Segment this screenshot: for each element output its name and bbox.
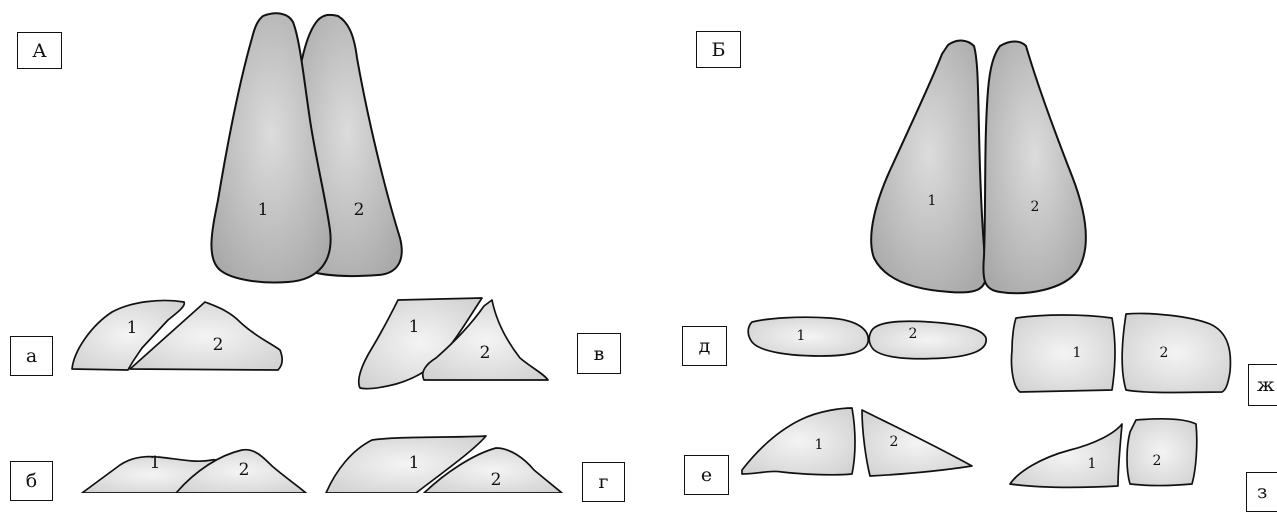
section-b: 1 2 (81, 448, 307, 493)
section-b-piece-1-label: 1 (150, 453, 161, 473)
section-e-label: е (684, 455, 729, 495)
section-e-piece-2-label: 2 (890, 434, 899, 450)
panel-a-tooth-1-label: 1 (258, 200, 269, 220)
panel-a-tooth-2-label: 2 (354, 200, 365, 220)
section-zh-piece-1-label: 1 (1073, 345, 1082, 361)
section-z-piece-1-label: 1 (1088, 456, 1097, 472)
section-e: 1 2 (741, 407, 973, 477)
section-d-piece-2 (868, 320, 987, 360)
section-b-piece-2 (175, 448, 307, 493)
panel-a-label: А (17, 32, 62, 69)
section-zh-piece-2 (1121, 312, 1232, 394)
section-g-label: г (582, 462, 625, 502)
section-z: 1 2 (1009, 417, 1198, 489)
section-b-piece-2-label: 2 (239, 460, 250, 480)
section-b-label: б (10, 461, 53, 501)
section-e-piece-1-label: 1 (815, 437, 824, 453)
panel-b-teeth: 1 2 (870, 39, 1087, 295)
section-g-piece-2 (423, 447, 563, 493)
section-d: 1 2 (747, 316, 987, 360)
section-a-label: а (10, 336, 53, 376)
section-a-piece-2 (129, 301, 284, 371)
section-z-piece-2-label: 2 (1153, 453, 1162, 469)
section-zh-piece-2-label: 2 (1160, 345, 1169, 361)
section-d-label: д (682, 326, 727, 366)
section-a-piece-2-label: 2 (213, 335, 224, 355)
section-v-piece-1-label: 1 (409, 317, 420, 337)
section-zh-label: ж (1248, 364, 1277, 406)
section-g-piece-2-label: 2 (491, 470, 502, 490)
panel-b-tooth-1 (870, 39, 988, 294)
panel-a-tooth-1 (210, 12, 332, 284)
section-e-piece-2 (861, 409, 973, 477)
section-z-label: з (1246, 472, 1277, 512)
section-d-piece-2-label: 2 (909, 326, 918, 342)
panel-b-tooth-1-label: 1 (928, 193, 937, 209)
section-a: 1 2 (71, 299, 284, 371)
section-z-piece-1 (1009, 423, 1123, 489)
panel-b-tooth-2-label: 2 (1031, 199, 1040, 215)
section-z-piece-2 (1126, 417, 1198, 487)
panel-b-label: Б (696, 31, 741, 68)
section-a-piece-1 (71, 299, 186, 371)
section-g-piece-1 (325, 435, 487, 493)
section-d-piece-1-label: 1 (797, 328, 806, 344)
section-e-piece-1 (741, 407, 856, 476)
section-d-piece-1 (747, 316, 869, 357)
panel-b-tooth-2 (982, 40, 1087, 295)
section-v: 1 2 (357, 297, 549, 390)
section-g: 1 2 (325, 435, 563, 493)
diagram-canvas: 1 2 1 2 1 2 1 2 1 2 1 2 1 2 (71, 12, 1232, 493)
section-g-piece-1-label: 1 (409, 453, 420, 473)
section-zh-piece-1 (1010, 314, 1116, 393)
panel-a-teeth: 1 2 (210, 12, 403, 284)
section-v-label: в (577, 333, 621, 374)
section-v-piece-2-label: 2 (480, 343, 491, 363)
section-v-piece-2 (421, 299, 549, 381)
section-zh: 1 2 (1010, 312, 1232, 394)
section-a-piece-1-label: 1 (127, 318, 138, 338)
